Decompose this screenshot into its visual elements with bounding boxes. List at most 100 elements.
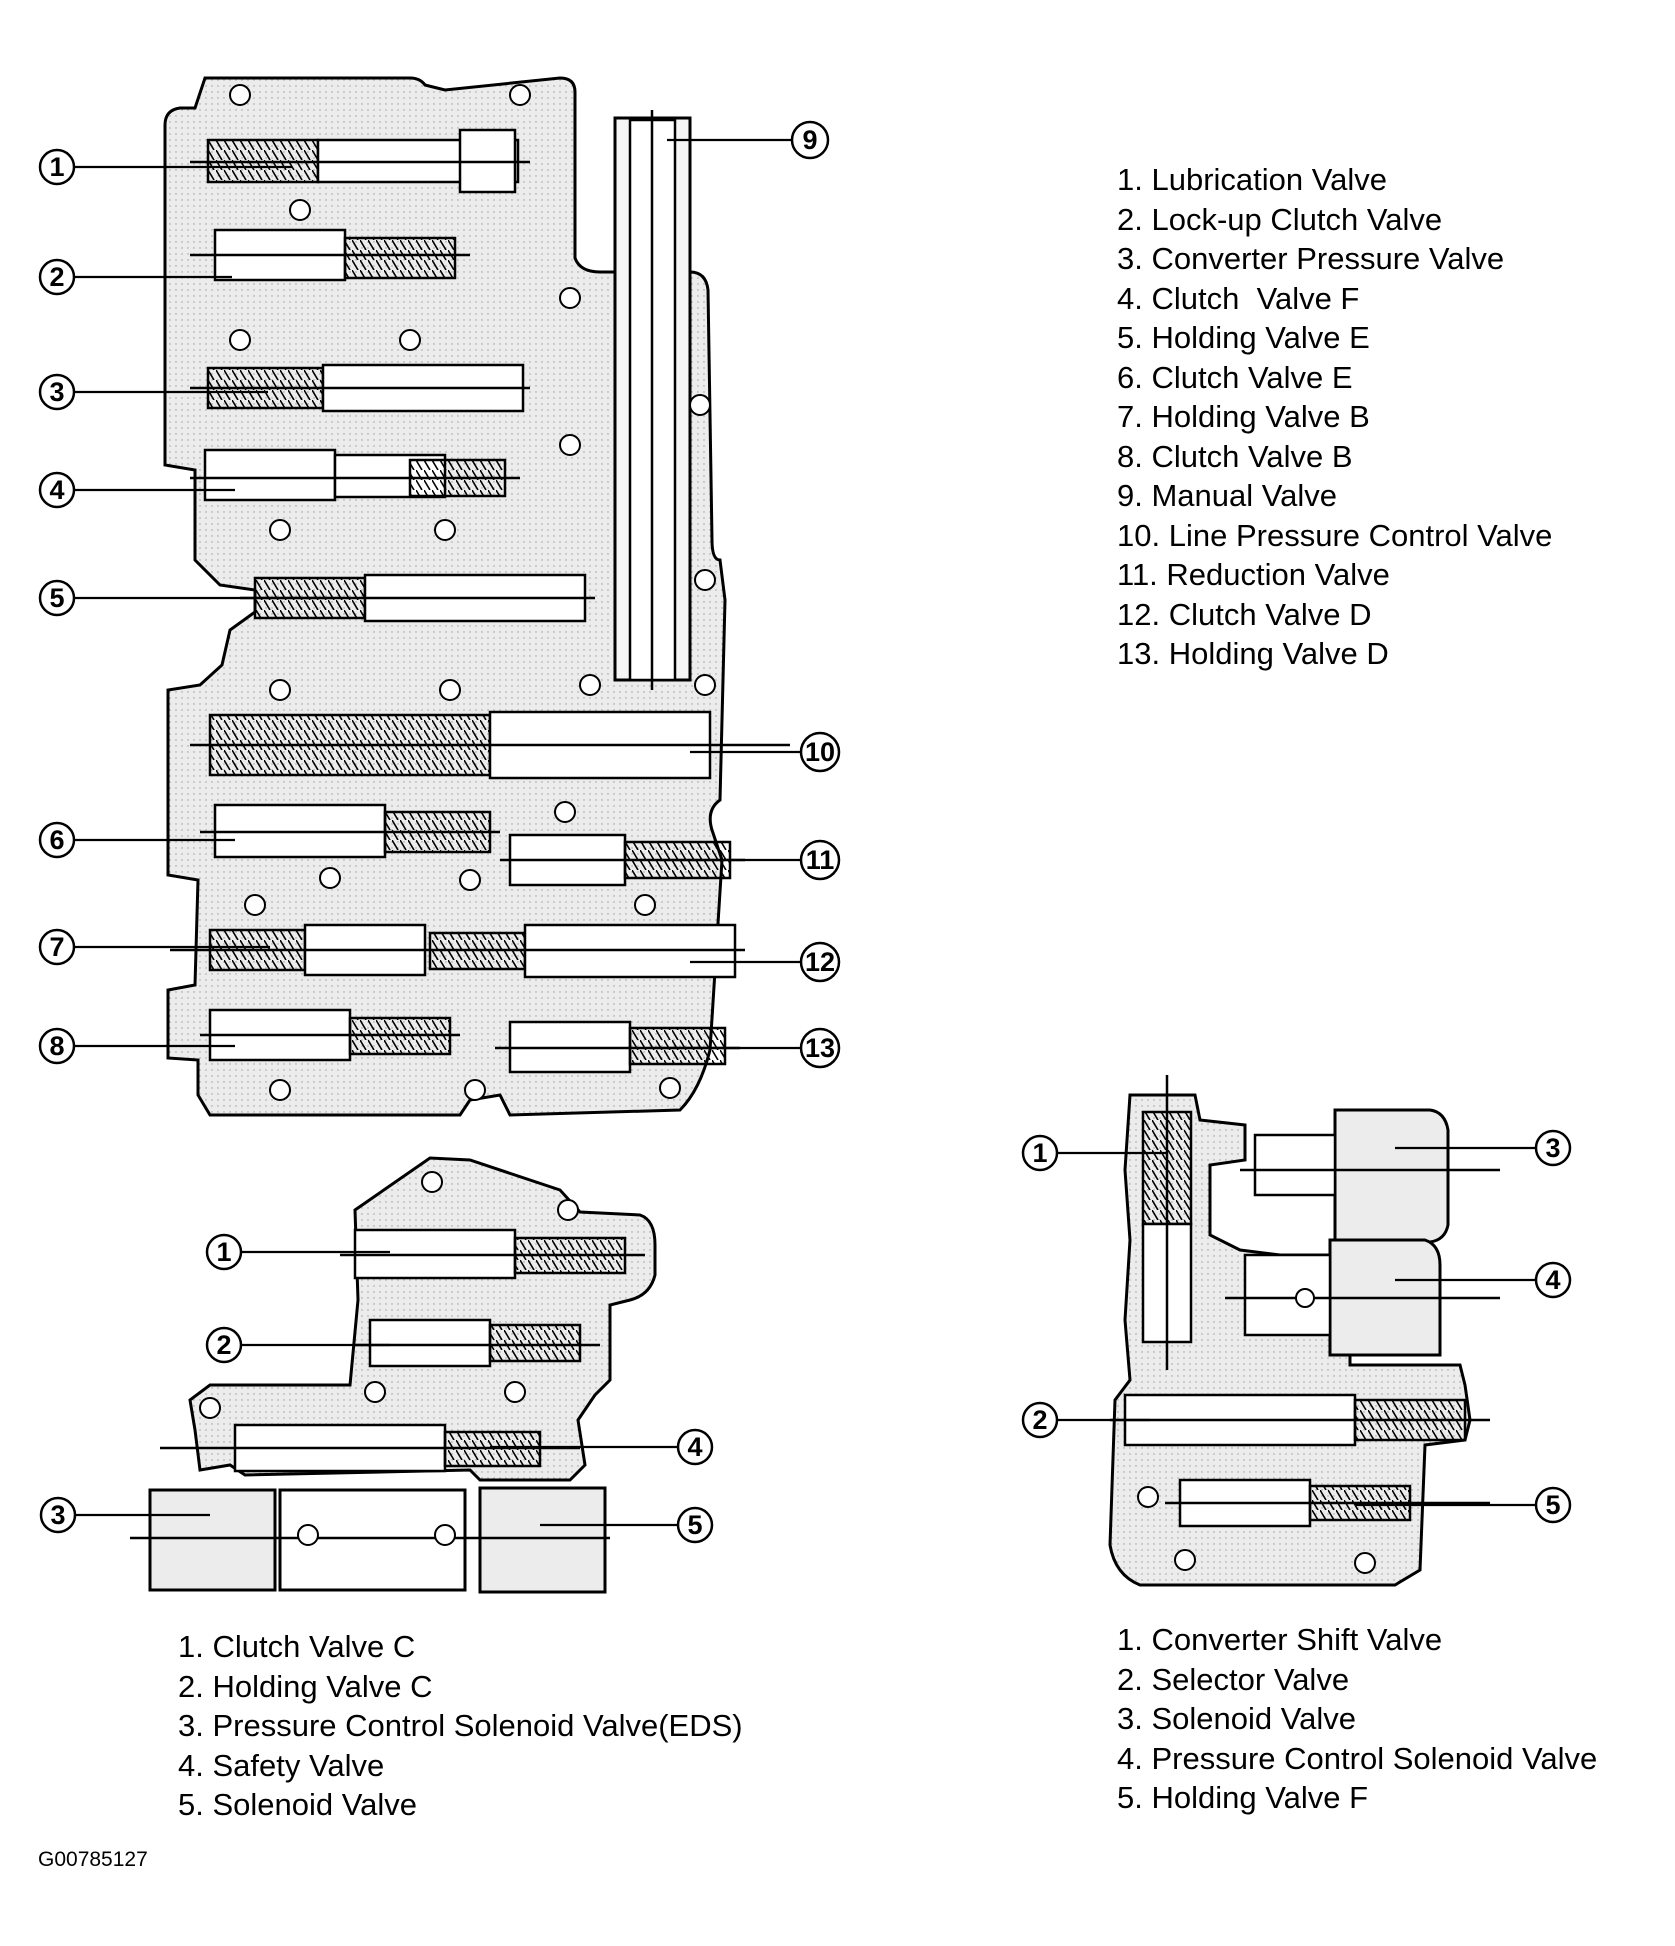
bolt-icon — [1137, 1486, 1159, 1508]
bolt-icon — [229, 329, 251, 351]
legend-num: 2. — [178, 1668, 204, 1704]
bolt-icon — [229, 84, 251, 106]
legend-label: Clutch Valve E — [1151, 359, 1353, 395]
bolt-icon — [504, 1381, 526, 1403]
lower-right-legend: 1. Converter Shift Valve 2. Selector Val… — [1117, 1620, 1597, 1818]
legend-label: Holding Valve D — [1168, 636, 1389, 671]
lower-left-valve-body — [148, 1156, 657, 1594]
legend-item: 1. Clutch Valve C — [178, 1627, 743, 1667]
bolt-icon — [269, 679, 291, 701]
callout-4: 4 — [1534, 1261, 1572, 1299]
legend-num: 3. — [1117, 241, 1143, 276]
legend-item: 10. Line Pressure Control Valve — [1117, 516, 1552, 556]
legend-num: 1. — [178, 1629, 204, 1664]
svg-text:1: 1 — [216, 1237, 231, 1267]
legend-num: 5. — [1117, 320, 1143, 355]
legend-num: 10. — [1117, 517, 1161, 553]
legend-item: 8. Clutch Valve B — [1117, 437, 1552, 477]
callout-1: 1 — [1021, 1134, 1059, 1172]
callout-5: 5 — [1534, 1486, 1572, 1524]
legend-num: 3. — [178, 1708, 204, 1743]
legend-item: 1. Converter Shift Valve — [1117, 1620, 1597, 1660]
svg-text:2: 2 — [49, 262, 64, 292]
legend-num: 5. — [178, 1787, 204, 1822]
legend-label: Pressure Control Solenoid Valve(EDS) — [212, 1708, 743, 1743]
legend-item: 5. Solenoid Valve — [178, 1785, 743, 1825]
legend-item: 3. Pressure Control Solenoid Valve(EDS) — [178, 1706, 743, 1746]
bolt-icon — [364, 1381, 386, 1403]
legend-item: 9. Manual Valve — [1117, 476, 1552, 516]
bolt-icon — [434, 1524, 456, 1546]
callout-4: 4 — [38, 471, 76, 509]
bolt-icon — [269, 1079, 291, 1101]
callout-2: 2 — [1021, 1401, 1059, 1439]
callout-1: 1 — [205, 1233, 243, 1271]
legend-label: Lubrication Valve — [1151, 162, 1387, 197]
svg-text:4: 4 — [1545, 1265, 1560, 1295]
svg-text:3: 3 — [50, 1500, 65, 1530]
bolt-icon — [659, 1077, 681, 1099]
svg-text:1: 1 — [1032, 1138, 1047, 1168]
legend-item: 13. Holding Valve D — [1117, 634, 1552, 674]
bolt-icon — [297, 1524, 319, 1546]
lower-right-bolts — [1137, 1288, 1376, 1574]
upper-legend: 1. Lubrication Valve 2. Lock-up Clutch V… — [1117, 160, 1552, 674]
svg-text:7: 7 — [49, 932, 64, 962]
svg-text:13: 13 — [805, 1033, 835, 1063]
legend-label: Holding Valve C — [212, 1668, 433, 1704]
svg-text:6: 6 — [49, 825, 64, 855]
bolt-icon — [689, 394, 711, 416]
bolt-icon — [244, 894, 266, 916]
legend-num: 4. — [1117, 280, 1143, 316]
legend-item: 2. Holding Valve C — [178, 1667, 743, 1707]
svg-text:10: 10 — [805, 737, 835, 767]
svg-text:8: 8 — [49, 1031, 64, 1061]
svg-text:4: 4 — [687, 1432, 702, 1462]
legend-label: Converter Pressure Valve — [1151, 241, 1505, 276]
legend-num: 4. — [178, 1747, 204, 1783]
legend-num: 2. — [1117, 201, 1143, 237]
callout-3: 3 — [1534, 1129, 1572, 1167]
callout-3: 3 — [39, 1496, 77, 1534]
lower-right-leader-lines — [1058, 1146, 1537, 1507]
legend-num: 2. — [1117, 1661, 1143, 1697]
lower-left-legend: 1. Clutch Valve C 2. Holding Valve C 3. … — [178, 1627, 743, 1825]
legend-label: Holding Valve E — [1151, 320, 1370, 355]
legend-num: 1. — [1117, 162, 1143, 197]
bolt-icon — [199, 1397, 221, 1419]
legend-item: 12. Clutch Valve D — [1117, 595, 1552, 635]
legend-label: Solenoid Valve — [212, 1787, 417, 1822]
legend-label: Selector Valve — [1151, 1661, 1350, 1697]
bolt-icon — [559, 287, 581, 309]
upper-callouts: 1 2 3 4 5 6 7 8 9 10 11 12 13 — [38, 120, 841, 1069]
svg-text:3: 3 — [49, 377, 64, 407]
legend-label: Clutch Valve B — [1151, 438, 1353, 474]
upper-leader-lines — [73, 138, 802, 1050]
svg-text:2: 2 — [1032, 1405, 1047, 1435]
callout-11: 11 — [799, 839, 841, 881]
legend-label: Pressure Control Solenoid Valve — [1151, 1740, 1598, 1776]
legend-num: 5. — [1117, 1780, 1143, 1815]
svg-text:11: 11 — [806, 845, 835, 875]
legend-num: 7. — [1117, 399, 1143, 434]
callout-5: 5 — [38, 579, 76, 617]
callout-2: 2 — [38, 258, 76, 296]
legend-num: 9. — [1117, 478, 1143, 513]
legend-num: 1. — [1117, 1622, 1143, 1657]
bolt-icon — [1354, 1552, 1376, 1574]
legend-label: Line Pressure Control Valve — [1168, 517, 1553, 553]
bolt-icon — [289, 199, 311, 221]
bolt-icon — [559, 434, 581, 456]
callout-9: 9 — [790, 120, 830, 160]
bolt-icon — [464, 1079, 486, 1101]
legend-num: 13. — [1117, 636, 1161, 671]
bolt-icon — [554, 801, 576, 823]
legend-item: 3. Solenoid Valve — [1117, 1699, 1597, 1739]
bolt-icon — [634, 894, 656, 916]
lower-left-leader-lines — [75, 1250, 678, 1527]
legend-label: Reduction Valve — [1166, 557, 1390, 592]
svg-text:9: 9 — [802, 125, 817, 155]
upper-bolts — [229, 84, 716, 1101]
callout-4: 4 — [676, 1428, 714, 1466]
bolt-icon — [579, 674, 601, 696]
